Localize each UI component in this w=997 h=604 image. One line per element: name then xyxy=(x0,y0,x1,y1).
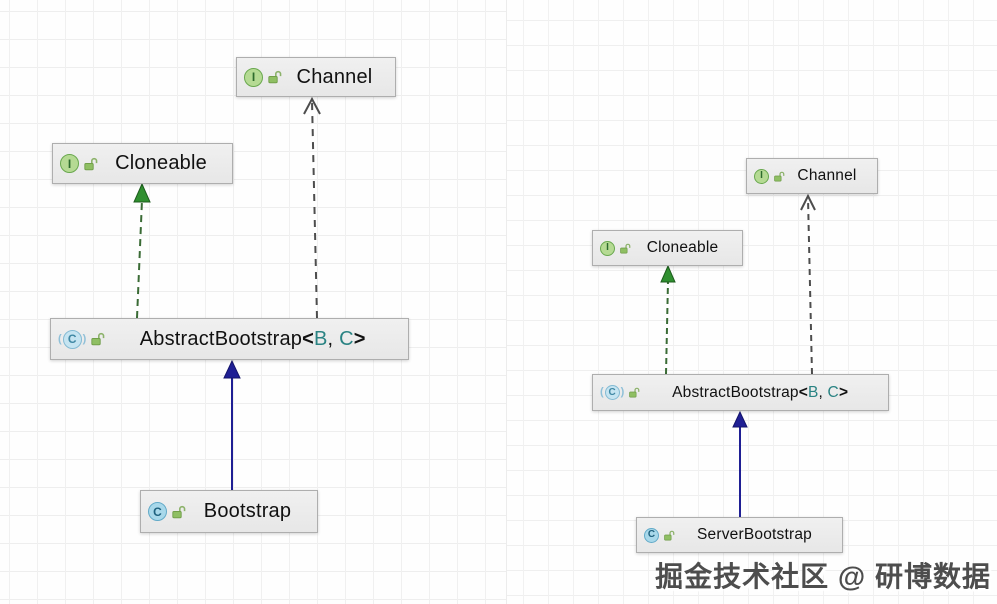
public-lock-icon xyxy=(773,171,785,182)
class-node-abstractbootstrap[interactable]: C AbstractBootstrap<B, C> xyxy=(50,318,409,360)
class-name: Cloneable xyxy=(115,152,207,174)
interface-icon: I xyxy=(600,240,615,256)
class-node-abstractbootstrap-right[interactable]: C AbstractBootstrap<B, C> xyxy=(592,374,889,411)
class-node-bootstrap[interactable]: C Bootstrap xyxy=(140,490,318,533)
abstract-class-icon: C xyxy=(604,385,620,400)
public-lock-icon xyxy=(663,530,675,541)
right-diagram-panel xyxy=(506,0,997,604)
public-lock-icon xyxy=(628,387,640,398)
class-node-channel-right[interactable]: I Channel xyxy=(746,158,878,194)
interface-icon: I xyxy=(244,67,263,87)
class-name: ServerBootstrap xyxy=(697,526,812,543)
watermark-text: 掘金技术社区 @ 研博数据 xyxy=(655,561,991,592)
class-icon: C xyxy=(148,502,167,521)
public-lock-icon xyxy=(267,70,282,84)
class-name: Cloneable xyxy=(646,239,719,256)
class-name: Channel xyxy=(797,167,857,184)
class-name: Channel xyxy=(296,65,373,88)
class-icon: C xyxy=(644,527,659,543)
public-lock-icon xyxy=(619,243,631,254)
class-node-serverbootstrap[interactable]: C ServerBootstrap xyxy=(636,517,843,553)
class-name: Bootstrap xyxy=(203,500,292,522)
class-node-cloneable-right[interactable]: I Cloneable xyxy=(592,230,743,266)
public-lock-icon xyxy=(90,332,105,346)
class-node-channel[interactable]: I Channel xyxy=(236,57,396,97)
interface-icon: I xyxy=(60,154,79,173)
abstract-class-icon: C xyxy=(62,329,82,349)
class-name: AbstractBootstrap<B, C> xyxy=(139,327,366,350)
class-name: AbstractBootstrap<B, C> xyxy=(672,383,849,401)
class-node-cloneable[interactable]: I Cloneable xyxy=(52,143,233,184)
left-diagram-panel xyxy=(0,0,506,604)
public-lock-icon xyxy=(83,157,98,171)
interface-icon: I xyxy=(754,168,769,184)
public-lock-icon xyxy=(171,505,186,519)
